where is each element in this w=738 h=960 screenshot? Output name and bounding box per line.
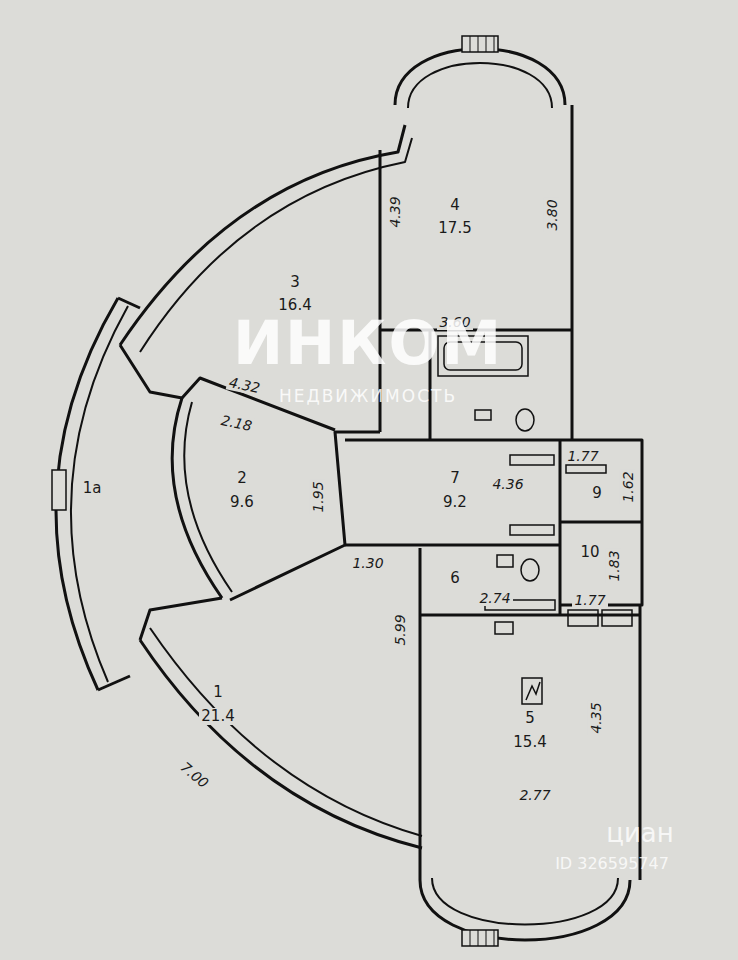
dimension: 1.77 <box>565 448 600 464</box>
room-number: 4 <box>448 197 462 214</box>
dimension: 5.99 <box>392 612 408 647</box>
room-area: 15.4 <box>511 734 548 751</box>
room-number: 5 <box>523 710 537 727</box>
room-number: 1a <box>81 480 104 497</box>
dimension: 1.62 <box>620 469 636 504</box>
room-area: 9.2 <box>441 494 469 511</box>
room-number: 1 <box>211 684 225 701</box>
dimension: 4.32 <box>226 374 264 397</box>
dimension: 4.39 <box>387 194 403 229</box>
dimension: 2.18 <box>218 412 256 435</box>
room-area: 16.4 <box>276 297 313 314</box>
watermark: НЕДВИЖИМОСТЬ <box>277 387 459 406</box>
watermark: ID 326595747 <box>553 855 671 873</box>
room-area: 17.5 <box>436 220 473 237</box>
room-number: 6 <box>448 570 462 587</box>
room-number: 3 <box>288 274 302 291</box>
room-number: 7 <box>448 470 462 487</box>
room-number: 9 <box>590 485 604 502</box>
watermark: ИНКОМ <box>231 312 505 374</box>
room-area: 9.6 <box>228 494 256 511</box>
dimension: 4.35 <box>588 700 604 735</box>
dimension: 1.83 <box>606 548 622 583</box>
dimension: 7.00 <box>176 758 213 793</box>
dimension: 2.77 <box>517 787 552 803</box>
dimension: 2.74 <box>477 590 512 606</box>
dimension: 3.80 <box>544 197 560 232</box>
room-number: 2 <box>235 470 249 487</box>
dimension: 4.36 <box>490 476 525 492</box>
room-number: 10 <box>578 544 601 561</box>
room-area: 21.4 <box>199 708 236 725</box>
dimension: 1.95 <box>310 479 326 514</box>
watermark: циан <box>604 819 676 847</box>
dimension: 1.77 <box>572 592 607 608</box>
dimension: 1.30 <box>350 555 385 571</box>
